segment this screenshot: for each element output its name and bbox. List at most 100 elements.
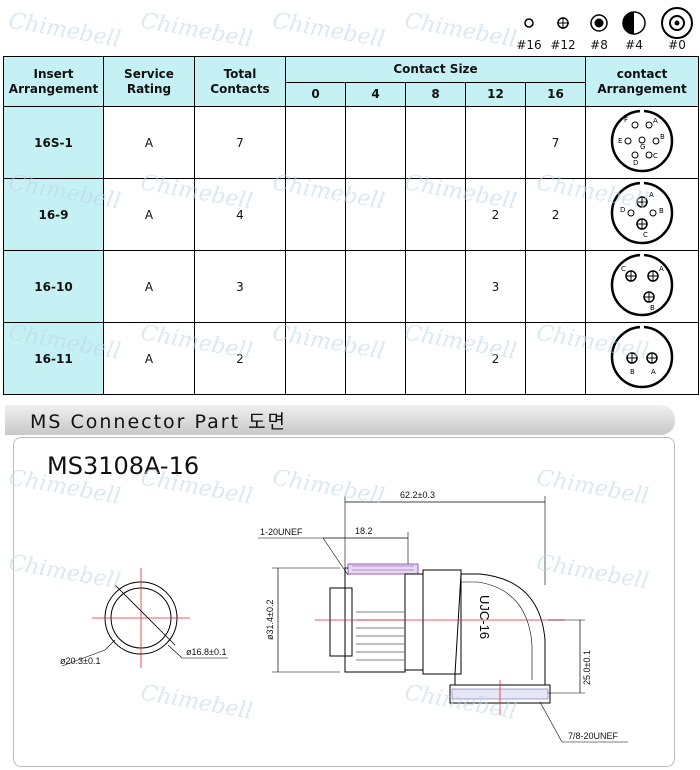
pin-label: A: [651, 368, 656, 376]
header-contact-arrangement: contact Arrangement: [585, 56, 700, 107]
legend-label: #4: [625, 38, 643, 52]
large-ring-icon: [661, 7, 693, 39]
legend-label: #0: [668, 38, 686, 52]
cell-size-16: [524, 250, 587, 323]
cell-total: 3: [194, 250, 286, 323]
cell-size-0: [285, 178, 346, 251]
legend-item-0: #0: [657, 6, 697, 52]
contact-size-legend: #16 #12 #8 #4 #0: [500, 6, 700, 56]
header-size-12: 12: [465, 82, 526, 107]
pin-label: C: [643, 231, 648, 239]
cell-total: 2: [194, 322, 286, 395]
filled-ring-icon: [590, 14, 608, 32]
cell-size-0: [285, 250, 346, 323]
cell-size-4: [345, 178, 406, 251]
table-row: 16S-1 A 7 7 A B C D E F G: [3, 106, 700, 179]
cell-arrangement: 16-10: [3, 250, 104, 323]
pin-label: B: [659, 207, 664, 215]
connector-technical-drawing: ø20.3±0.1 ø16.8±0.1 62.2±0.3 18.2 1-20UN…: [60, 490, 628, 743]
cell-size-12: [465, 106, 526, 179]
cell-size-12: 3: [465, 250, 526, 323]
side-height-label: 25.0±0.1: [582, 650, 592, 685]
header-size-0: 0: [285, 82, 346, 107]
watermark-text: Chimebell: [6, 8, 123, 53]
cell-rating: A: [103, 106, 195, 179]
cell-size-0: [285, 106, 346, 179]
header-size-4: 4: [345, 82, 406, 107]
cell-rating: A: [103, 250, 195, 323]
small-ring-icon: [524, 18, 534, 28]
cell-total: 7: [194, 106, 286, 179]
legend-item-12: #12: [546, 6, 580, 52]
front-view: ø20.3±0.1 ø16.8±0.1: [60, 568, 228, 668]
cell-size-12: 2: [465, 178, 526, 251]
table-row: 16-9 A 4 2 2 A B C D: [3, 178, 700, 251]
cell-size-16: 7: [524, 106, 587, 179]
pin-label: B: [630, 368, 635, 376]
pin-label: D: [620, 206, 625, 214]
header-size-16: 16: [524, 82, 587, 107]
crosshair-ring-icon: [557, 17, 569, 29]
body-marking: UJC-16: [477, 595, 492, 639]
drawing-frame: [13, 437, 675, 767]
section-title: MS Connector Part 도면: [30, 411, 288, 433]
pin-label: A: [649, 191, 654, 199]
legend-item-8: #8: [582, 6, 616, 52]
cell-size-4: [345, 250, 406, 323]
pin-label: A: [659, 265, 664, 273]
cell-rating: A: [103, 322, 195, 395]
inner-diameter-label: ø16.8±0.1: [186, 647, 226, 657]
cell-size-0: [285, 322, 346, 395]
table-row: 16-11 A 2 2 A B: [3, 322, 700, 395]
legend-item-4: #4: [617, 6, 651, 52]
part-number-title: MS3108A-16: [47, 452, 200, 480]
pin-label: A: [653, 117, 658, 125]
cell-rating: A: [103, 178, 195, 251]
header-size-8: 8: [405, 82, 466, 107]
cell-total: 4: [194, 178, 286, 251]
pin-label: C: [653, 152, 658, 160]
cell-contact-diagram: A B: [585, 322, 700, 395]
cell-size-8: [405, 106, 466, 179]
header-contact-size: Contact Size: [284, 56, 587, 83]
contact-arrangement-diagram: A B C D: [610, 181, 674, 245]
half-filled-ring-icon: [622, 11, 646, 35]
cell-size-12: 2: [465, 322, 526, 395]
pin-label: F: [624, 116, 628, 124]
pin-label: D: [633, 159, 638, 167]
legend-item-16: #16: [512, 6, 546, 52]
height-label: ø31.4±0.2: [265, 600, 275, 640]
cell-arrangement: 16S-1: [3, 106, 104, 179]
pin-label: B: [650, 304, 655, 312]
pin-label: G: [640, 143, 645, 151]
top-thread-label: 1-20UNEF: [260, 527, 303, 537]
pin-label: E: [618, 137, 622, 145]
cell-size-4: [345, 322, 406, 395]
contact-arrangement-diagram: A B C D E F G: [610, 109, 674, 173]
insert-arrangement-table: Insert Arrangement Service Rating Total …: [3, 56, 700, 395]
header-insert-arrangement: Insert Arrangement: [3, 56, 104, 107]
cell-size-4: [345, 106, 406, 179]
watermark-text: Chimebell: [270, 8, 387, 53]
cell-size-8: [405, 250, 466, 323]
cell-arrangement: 16-9: [3, 178, 104, 251]
cell-size-8: [405, 178, 466, 251]
pin-label: B: [660, 133, 665, 141]
pin-label: C: [621, 265, 626, 273]
cell-contact-diagram: A B C D E F G: [585, 106, 700, 179]
legend-label: #16: [516, 38, 542, 52]
cell-size-16: [524, 322, 587, 395]
table-row: 16-10 A 3 3 A B C: [3, 250, 700, 323]
legend-label: #8: [590, 38, 608, 52]
section-header-bar: MS Connector Part 도면: [5, 405, 675, 435]
cell-arrangement: 16-11: [3, 322, 104, 395]
cell-size-8: [405, 322, 466, 395]
outer-diameter-label: ø20.3±0.1: [60, 656, 100, 666]
header-total-contacts: Total Contacts: [194, 56, 286, 107]
bottom-thread-label: 7/8-20UNEF: [568, 731, 619, 741]
cell-contact-diagram: A B C D: [585, 178, 700, 251]
side-view: 62.2±0.3 18.2 1-20UNEF ø31.4±0.2: [258, 490, 628, 743]
header-service-rating: Service Rating: [103, 56, 195, 107]
contact-arrangement-diagram: A B C: [610, 253, 674, 317]
contact-arrangement-diagram: A B: [610, 325, 674, 389]
